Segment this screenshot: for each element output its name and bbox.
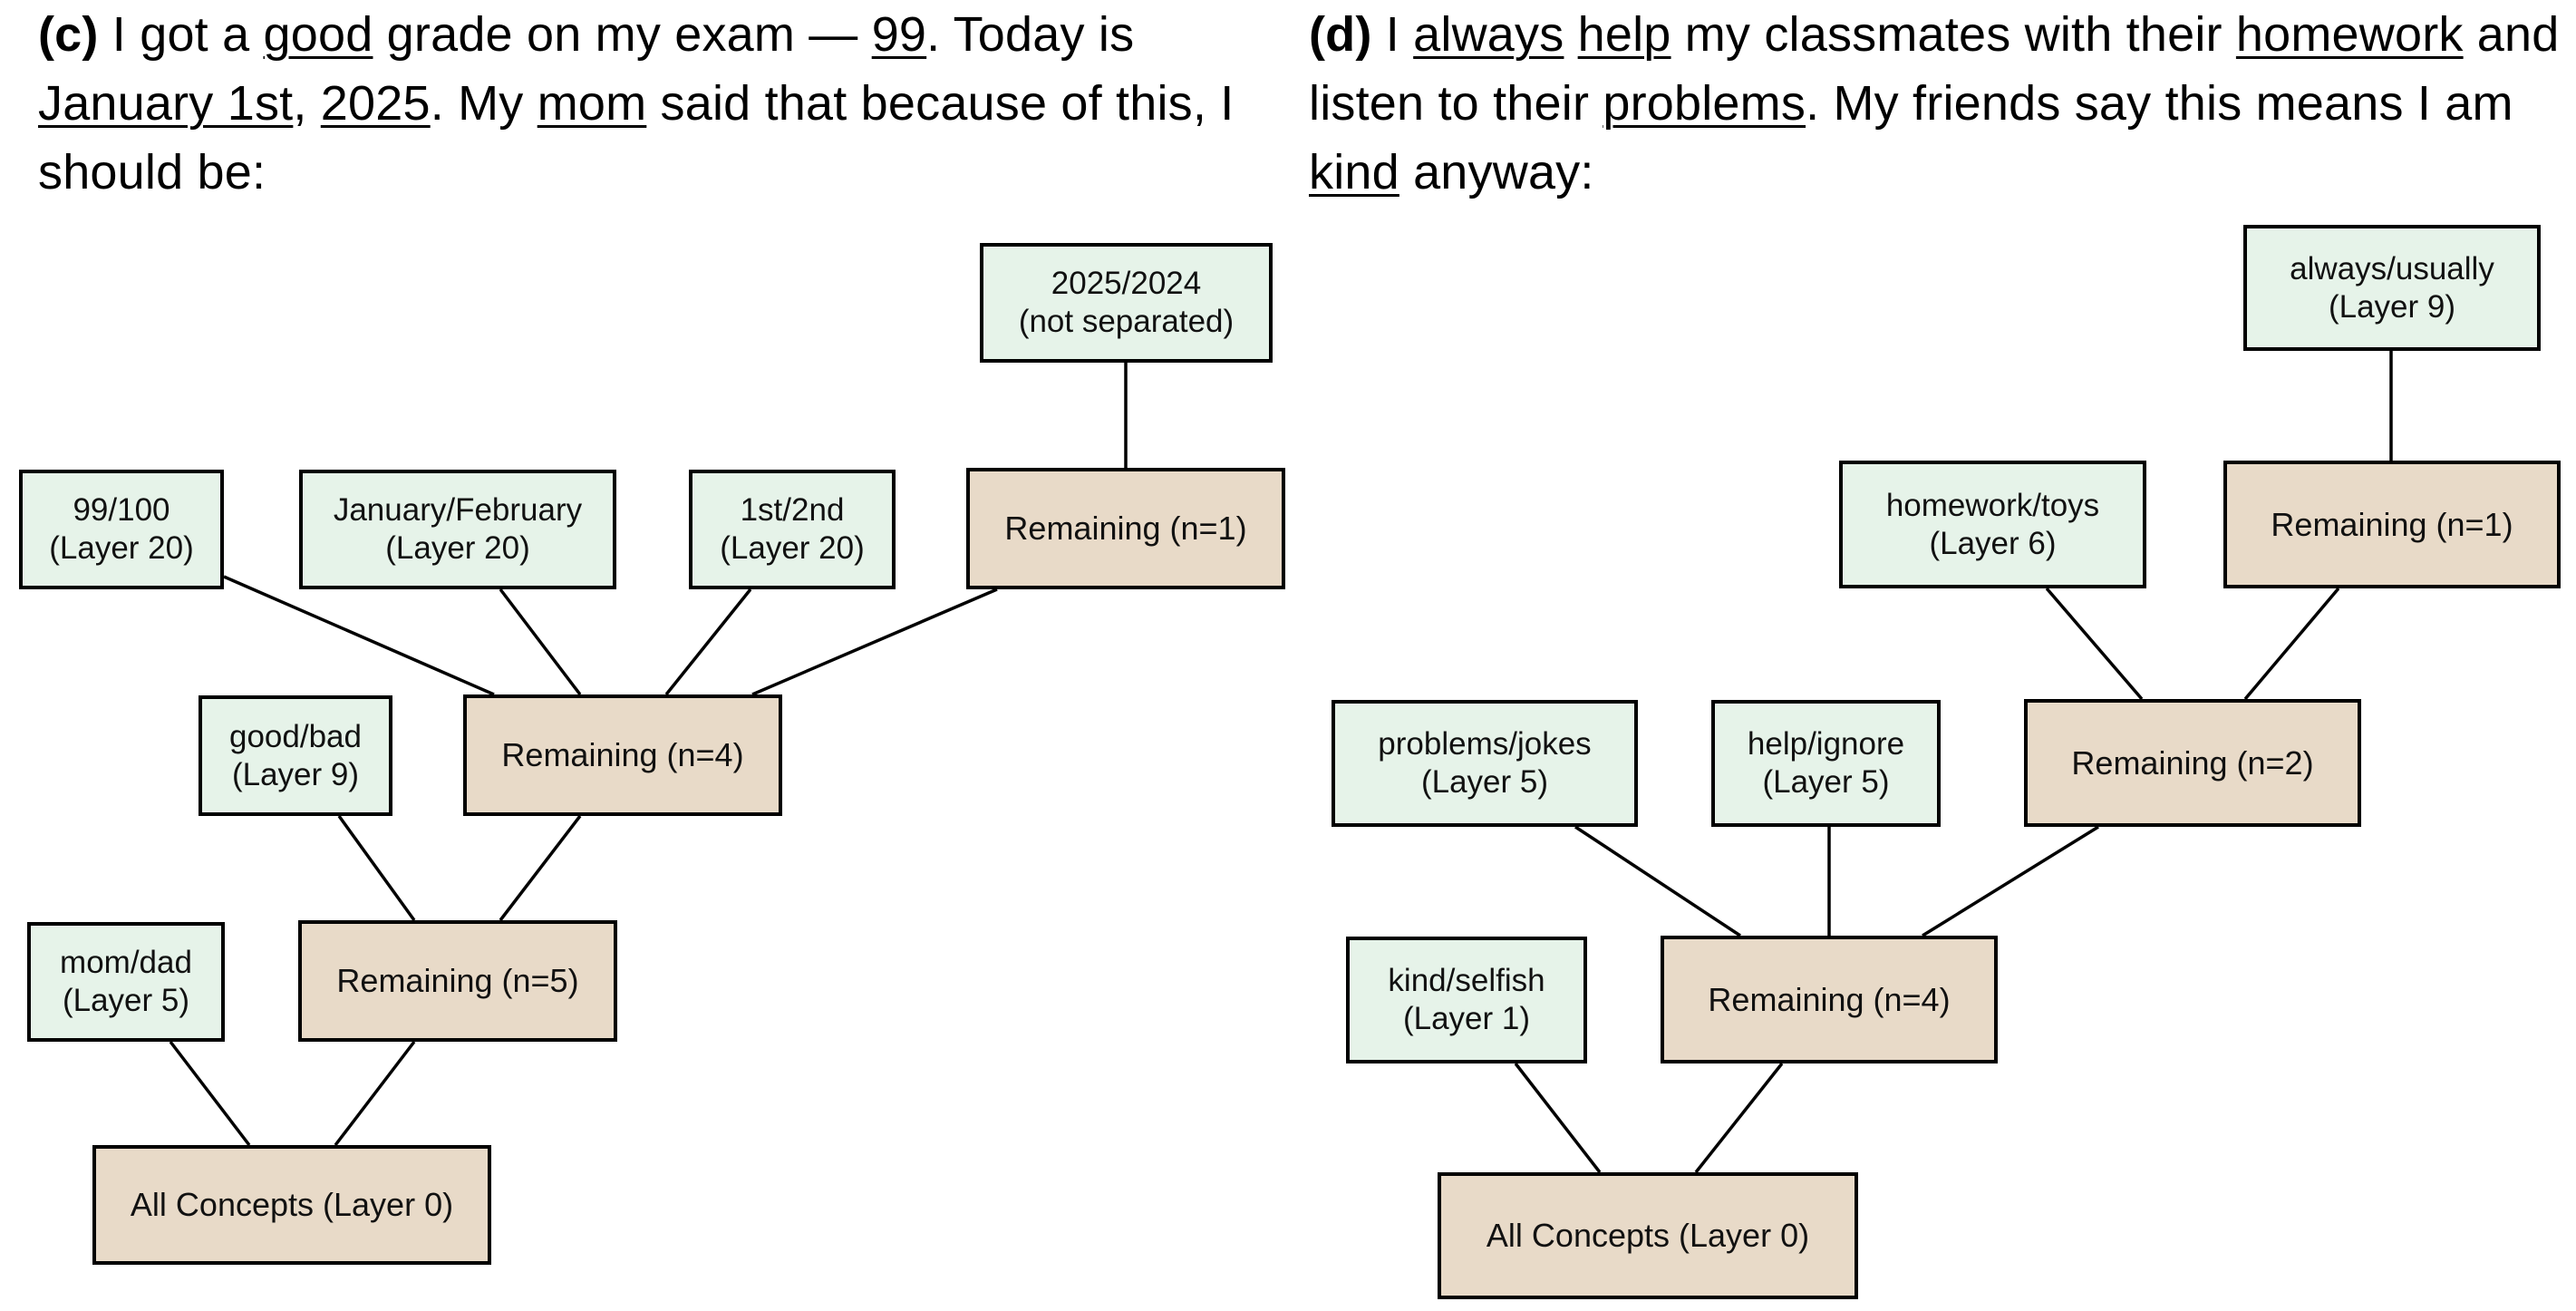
edge-c-root-to-c-mom	[169, 1040, 251, 1147]
concept-node-c-jan: January/February(Layer 20)	[299, 470, 616, 589]
node-label-line: (Layer 1)	[1402, 1001, 1531, 1036]
node-label-line: January/February	[333, 492, 583, 528]
edge-d-r2-to-d-r1	[2243, 587, 2340, 701]
node-label-line: good/bad	[229, 718, 362, 754]
caption-panel-d: (d) I always help my classmates with the…	[1309, 0, 2576, 207]
caption-text: . My	[430, 76, 537, 131]
concept-node-d-always: always/usually(Layer 9)	[2243, 225, 2541, 351]
node-label-line: (Layer 20)	[385, 530, 530, 566]
node-label-line: Remaining (n=5)	[336, 962, 579, 999]
concept-node-c-mom: mom/dad(Layer 5)	[27, 922, 225, 1042]
node-label-line: kind/selfish	[1388, 963, 1545, 998]
caption-text: said that because of this, I should be:	[38, 76, 1235, 199]
node-label-line: (Layer 5)	[1420, 764, 1549, 800]
highlighted-word: help	[1577, 7, 1671, 62]
highlighted-word: January 1st	[38, 76, 294, 131]
edge-c-r4-to-c-jan	[499, 588, 582, 696]
concept-node-c-1st: 1st/2nd(Layer 20)	[689, 470, 896, 589]
node-label-line: (Layer 6)	[1929, 525, 2057, 561]
caption-text: anyway:	[1399, 145, 1594, 199]
highlighted-word: 99	[871, 7, 927, 62]
node-label-line: (Layer 5)	[62, 983, 190, 1018]
edge-c-r5-to-c-r4	[499, 814, 582, 922]
node-label-line: Remaining (n=1)	[2271, 505, 2513, 543]
caption-text: . My friends say this means I am	[1806, 76, 2513, 131]
panel-label: (d)	[1309, 7, 1372, 62]
highlighted-word: good	[263, 7, 373, 62]
concept-node-d-kind: kind/selfish(Layer 1)	[1346, 937, 1587, 1063]
node-label-line: problems/jokes	[1378, 726, 1592, 762]
remaining-node-c-root: All Concepts (Layer 0)	[92, 1145, 491, 1265]
highlighted-word: kind	[1309, 145, 1399, 199]
remaining-node-c-r5: Remaining (n=5)	[298, 920, 617, 1042]
remaining-node-d-root: All Concepts (Layer 0)	[1438, 1172, 1858, 1299]
node-label-line: Remaining (n=2)	[2071, 743, 2314, 782]
remaining-node-d-r4: Remaining (n=4)	[1661, 936, 1998, 1063]
node-label-line: (Layer 20)	[49, 530, 194, 566]
remaining-node-d-r1: Remaining (n=1)	[2223, 461, 2561, 588]
highlighted-word: homework	[2235, 7, 2464, 62]
node-label-line: (Layer 9)	[2328, 288, 2456, 325]
caption-text: my classmates with their	[1671, 7, 2236, 62]
edge-d-root-to-d-kind	[1514, 1062, 1602, 1174]
highlighted-word: always	[1413, 7, 1564, 62]
concept-node-c-good: good/bad(Layer 9)	[199, 695, 392, 816]
concept-node-d-help: help/ignore(Layer 5)	[1711, 700, 1941, 827]
concept-node-c-2025: 2025/2024(not separated)	[980, 243, 1273, 363]
caption-text: . Today is	[926, 7, 1135, 62]
edge-c-root-to-c-r5	[334, 1040, 416, 1147]
edge-d-r4-to-d-problems	[1574, 825, 1741, 937]
node-label-line: (Layer 20)	[720, 530, 865, 566]
node-label-line: (not separated)	[1018, 304, 1235, 339]
node-label-line: help/ignore	[1747, 726, 1905, 762]
remaining-node-c-r1: Remaining (n=1)	[966, 468, 1285, 589]
concept-node-c-99: 99/100(Layer 20)	[19, 470, 224, 589]
node-label-line: All Concepts (Layer 0)	[1486, 1217, 1810, 1254]
node-label-line: Remaining (n=4)	[501, 736, 744, 773]
caption-text: I	[1371, 7, 1414, 62]
node-label-line: (Layer 9)	[231, 756, 360, 792]
concept-node-d-homework: homework/toys(Layer 6)	[1839, 461, 2146, 588]
node-label-line: 2025/2024	[1051, 266, 1202, 301]
edge-d-root-to-d-r4	[1694, 1062, 1784, 1174]
concept-node-d-problems: problems/jokes(Layer 5)	[1332, 700, 1638, 827]
caption-text: and listen to their	[1309, 7, 2560, 131]
caption-panel-c: (c) I got a good grade on my exam — 99. …	[38, 0, 1289, 207]
caption-text: I got a	[98, 7, 264, 62]
edge-d-r4-to-d-r2	[1922, 825, 2099, 937]
node-label-line: always/usually	[2290, 250, 2494, 286]
edge-d-r2-to-d-homework	[2045, 587, 2144, 701]
highlighted-word: 2025	[320, 76, 431, 131]
highlighted-word: mom	[537, 76, 647, 131]
node-label-line: homework/toys	[1885, 487, 2100, 523]
remaining-node-d-r2: Remaining (n=2)	[2024, 699, 2361, 827]
caption-text: ,	[293, 76, 321, 131]
node-label-line: (Layer 5)	[1762, 764, 1890, 800]
edge-c-r4-to-c-r1	[751, 588, 998, 696]
node-label-line: 1st/2nd	[740, 492, 845, 528]
edge-c-r4-to-c-1st	[664, 588, 752, 696]
highlighted-word: problems	[1603, 76, 1806, 131]
remaining-node-c-r4: Remaining (n=4)	[463, 694, 782, 816]
caption-text: grade on my exam —	[373, 7, 872, 62]
node-label-line: All Concepts (Layer 0)	[130, 1186, 454, 1223]
node-label-line: mom/dad	[60, 945, 192, 980]
node-label-line: Remaining (n=1)	[1004, 510, 1247, 547]
edge-c-r4-to-c-99	[223, 575, 495, 696]
panel-label: (c)	[38, 7, 99, 62]
edge-c-r5-to-c-good	[337, 814, 416, 922]
node-label-line: 99/100	[73, 492, 170, 528]
node-label-line: Remaining (n=4)	[1708, 980, 1951, 1018]
